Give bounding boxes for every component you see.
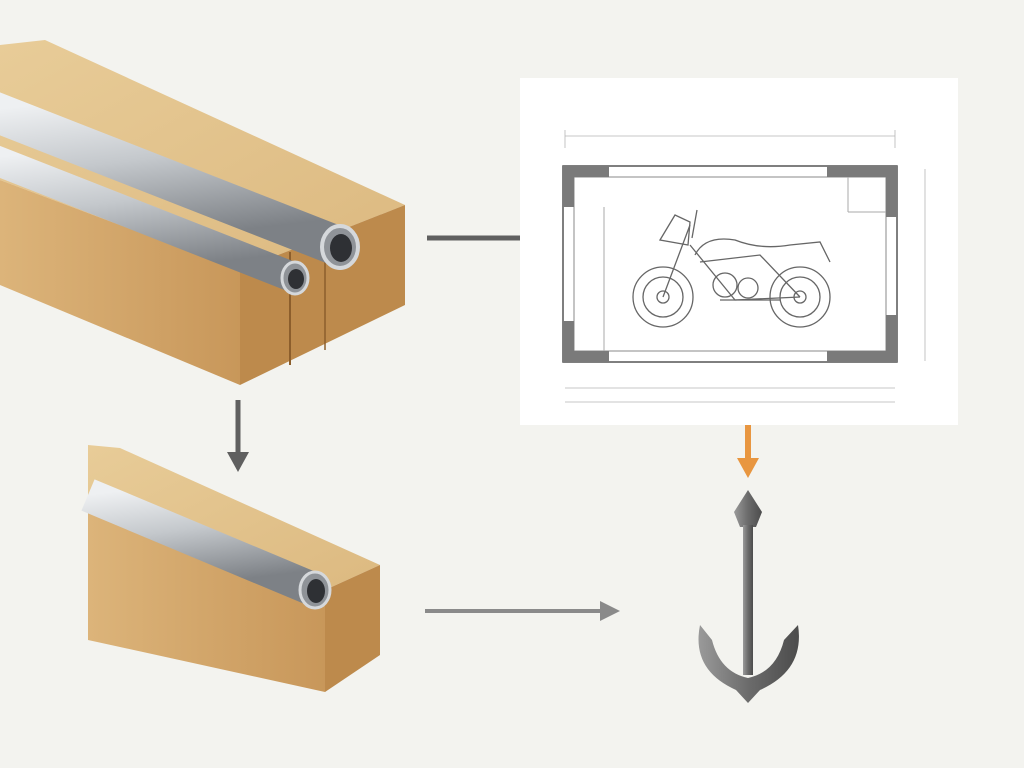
arrow-down-left xyxy=(227,400,249,472)
wood-top-face xyxy=(88,445,380,590)
wood-side-face xyxy=(0,180,240,385)
anchor-icon xyxy=(698,490,799,703)
blueprint-paper xyxy=(520,78,958,425)
wood-block-with-two-pipes xyxy=(0,40,405,385)
wood-end-face xyxy=(325,565,380,692)
pipe-large xyxy=(0,92,348,266)
arrow-right-bottom xyxy=(425,601,620,621)
pipe xyxy=(81,479,322,606)
wood-end-face xyxy=(240,205,405,385)
motorcycle-drawing xyxy=(632,209,831,328)
pipe-small xyxy=(0,145,301,292)
wood-side-face xyxy=(88,495,325,692)
floor-plan xyxy=(562,165,898,363)
motorcycle-blueprint xyxy=(520,78,958,425)
arrow-down-orange xyxy=(737,416,759,478)
dimension-lines xyxy=(564,130,926,403)
wood-block-with-one-pipe xyxy=(81,445,380,692)
